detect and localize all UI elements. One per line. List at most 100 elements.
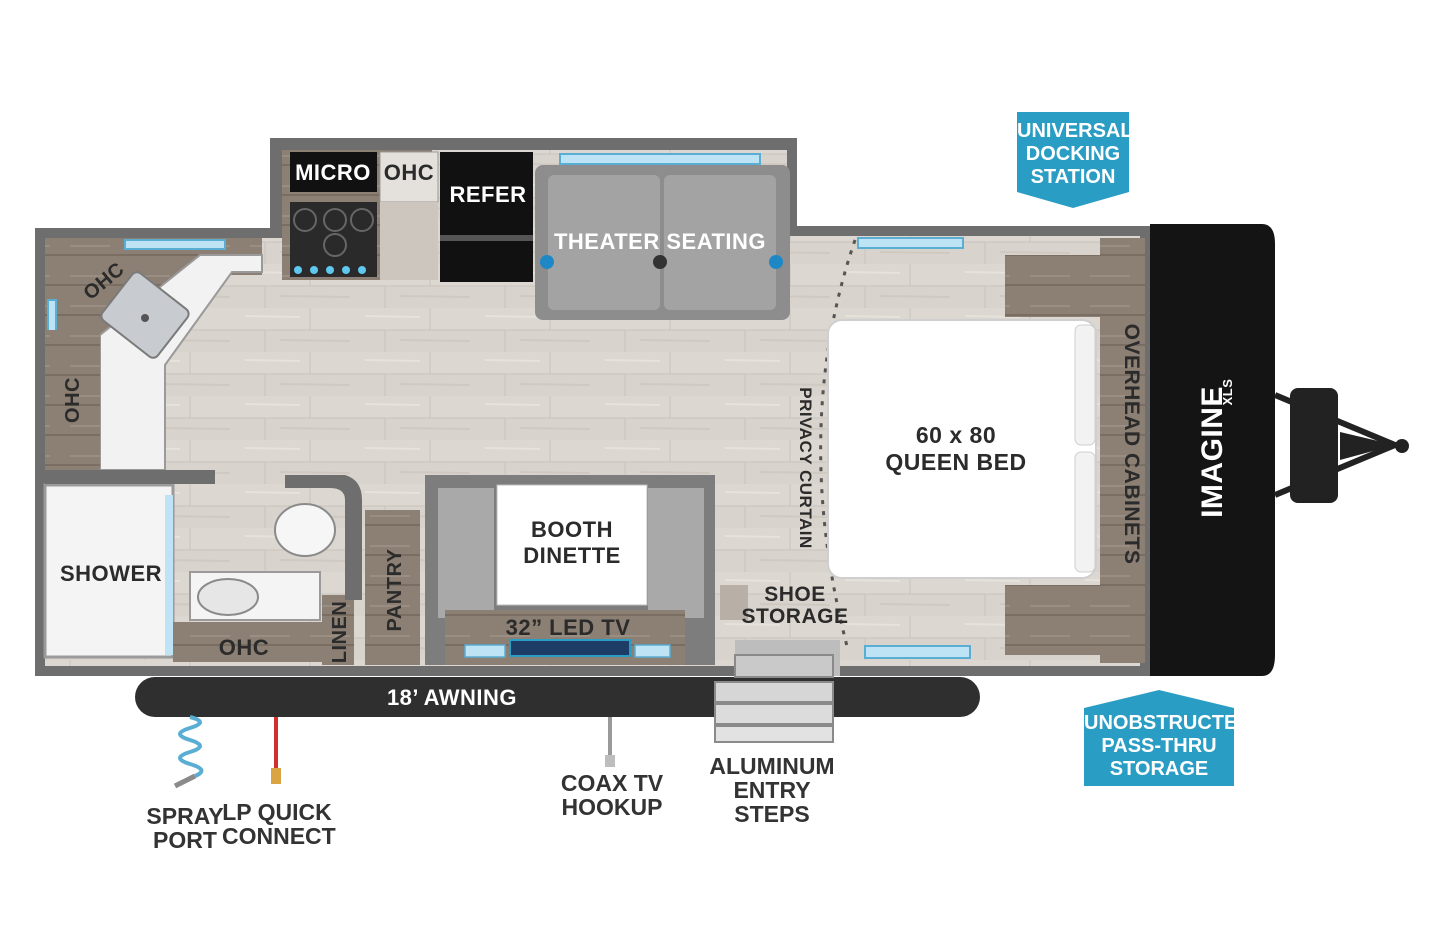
coax-hookup-label: COAX TV HOOKUP [556, 771, 668, 819]
shower-label: SHOWER [60, 561, 162, 586]
burner-3 [350, 208, 374, 232]
refer-box [440, 152, 533, 282]
booth-dinette-line-2: DINETTE [523, 543, 621, 568]
shoe-storage-line-1: SHOE [764, 583, 826, 606]
queen-bed-line-2: QUEEN BED [885, 449, 1026, 475]
spray-nozzle-icon [173, 773, 197, 789]
knob-4 [342, 266, 350, 274]
nightstand-bottom [1005, 585, 1100, 655]
brand-sub-logo: XLS [1220, 379, 1235, 406]
awning-label: 18’ AWNING [387, 685, 517, 710]
docking-line-3: STATION [1030, 166, 1116, 188]
ohc-kitchen-label: OHC [384, 160, 434, 185]
privacy-curtain-line [819, 239, 857, 651]
knob-3 [326, 266, 334, 274]
pantry-label: PANTRY [384, 548, 406, 631]
stovetop [290, 202, 377, 277]
shoe-storage-box [720, 585, 748, 620]
ohc-bath-label: OHC [219, 635, 269, 660]
shower-stall [43, 483, 175, 659]
knob-5 [358, 266, 366, 274]
led-tv-label: 32” LED TV [506, 615, 631, 640]
bath-divider [45, 470, 215, 484]
passthru-line-2: PASS-THRU [1101, 735, 1217, 757]
bedroom-window-top [857, 237, 964, 249]
knob-2 [310, 266, 318, 274]
kitchen-sink-area [380, 202, 438, 280]
front-cap [1150, 224, 1275, 676]
dinette-seat-left [438, 488, 494, 618]
refer-handle [440, 235, 533, 241]
theater-seat-right [664, 175, 776, 310]
docking-line-1: UNIVERSAL [1017, 120, 1133, 142]
step-4 [714, 725, 834, 743]
spray-hose-icon [178, 715, 204, 778]
theater-seat-left [548, 175, 660, 310]
pantry-cabinet [365, 510, 420, 665]
tv-side-window-left [464, 644, 506, 658]
queen-bed [827, 319, 1097, 579]
theater-seating-label: THEATER SEATING [554, 229, 766, 254]
step-2 [714, 681, 834, 703]
coax-fitting-icon [605, 755, 615, 767]
led-tv [509, 639, 631, 657]
micro-label: MICRO [295, 160, 371, 185]
docking-line-2: DOCKING [1025, 143, 1121, 165]
bath-wall [285, 475, 362, 600]
spray-line-1: SPRAY [146, 803, 224, 829]
passthru-line-3: STORAGE [1109, 758, 1209, 780]
spray-line-2: PORT [153, 827, 217, 853]
lp-connect-label: LP QUICK CONNECT [222, 799, 336, 849]
linen-cabinet [322, 595, 354, 665]
dinette-seat-right [648, 488, 704, 618]
toilet [274, 503, 336, 557]
cupholder-left [540, 255, 554, 269]
dinette-table [496, 484, 648, 606]
pillow-top [1074, 324, 1096, 446]
knob-1 [294, 266, 302, 274]
booth-dinette-line-1: BOOTH [531, 517, 613, 542]
privacy-curtain-label: PRIVACY CURTAIN [796, 387, 815, 548]
kitchen-ohc [379, 151, 439, 203]
bath-sink [197, 578, 259, 616]
universal-docking-callout: UNIVERSAL DOCKING STATION [1017, 112, 1133, 208]
linen-label: LINEN [329, 601, 351, 664]
burner-1 [293, 208, 317, 232]
lp-line-1: LP QUICK [222, 799, 332, 825]
queen-bed-line-1: 60 x 80 [916, 422, 996, 448]
bath-ohc [173, 622, 323, 662]
shoe-storage-line-2: STORAGE [742, 605, 849, 628]
micro-box [290, 152, 377, 192]
pillow-bottom [1074, 451, 1096, 573]
coax-line-1: COAX TV [560, 770, 664, 796]
coax-line-2: HOOKUP [561, 794, 663, 820]
overhead-cabinet-strip [1100, 238, 1145, 663]
theater-window [559, 153, 761, 165]
hitch-coupler [1340, 432, 1395, 460]
cupholder-center [653, 255, 667, 269]
awning-bar [135, 677, 980, 717]
burner-2 [323, 208, 347, 232]
burner-4 [323, 233, 347, 257]
entry-steps-label: ALUMINUM ENTRY STEPS [700, 754, 844, 826]
nightstand-top [1005, 255, 1100, 317]
tv-side-window-right [634, 644, 671, 658]
shower-glass [165, 495, 173, 655]
overhead-cabinets-label: OVERHEAD CABINETS [1120, 324, 1143, 565]
refer-label: REFER [449, 182, 526, 207]
ohc-rear-side-label: OHC [62, 377, 84, 423]
lp-line-2: CONNECT [222, 823, 336, 849]
rear-window [124, 239, 226, 250]
steps-line-2: ENTRY STEPS [733, 777, 811, 827]
brand-logo: IMAGINE [1196, 386, 1229, 518]
step-1 [734, 654, 834, 678]
step-3 [714, 703, 834, 725]
passthru-line-1: UNOBSTRUCTED [1084, 712, 1252, 734]
lp-fitting-icon [271, 768, 281, 784]
steps-line-1: ALUMINUM [709, 753, 835, 779]
rear-sink-drain [141, 314, 149, 322]
pass-thru-callout: UNOBSTRUCTED PASS-THRU STORAGE [1084, 690, 1252, 786]
hitch-ball [1395, 439, 1409, 453]
side-cabinet [45, 330, 100, 470]
